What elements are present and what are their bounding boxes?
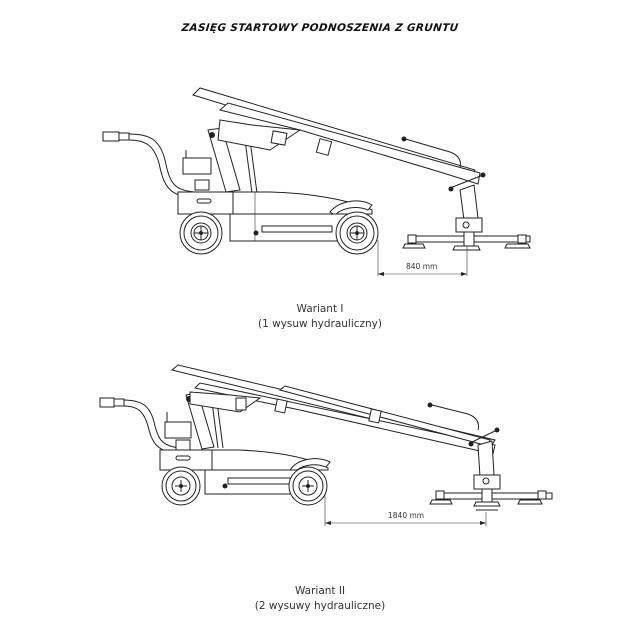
caption-variant-2: Wariant II (2 wysuwy hydrauliczne)	[0, 584, 640, 614]
front-wheel-variant-1	[335, 211, 379, 255]
caption-variant-1: Wariant I (1 wysuw hydrauliczny)	[0, 302, 640, 332]
dimension-label-variant-2: 1840 mm	[388, 511, 425, 520]
variant-1-name: Wariant I	[296, 303, 344, 315]
dimension-line-variant-1	[377, 240, 468, 276]
front-wheel-variant-2	[288, 466, 328, 506]
dimension-label-variant-1: 840 mm	[406, 262, 438, 271]
variant-2-description: (2 wysuwy hydrauliczne)	[254, 600, 386, 612]
variant-1-machine	[102, 87, 531, 255]
variant-2-name: Wariant II	[294, 585, 346, 597]
variant-2-machine	[99, 364, 553, 511]
rear-wheel-variant-2	[161, 466, 201, 506]
rear-wheel-variant-1	[179, 211, 223, 255]
variant-1-description: (1 wysuw hydrauliczny)	[258, 318, 382, 330]
dimension-line-variant-2	[324, 494, 487, 526]
